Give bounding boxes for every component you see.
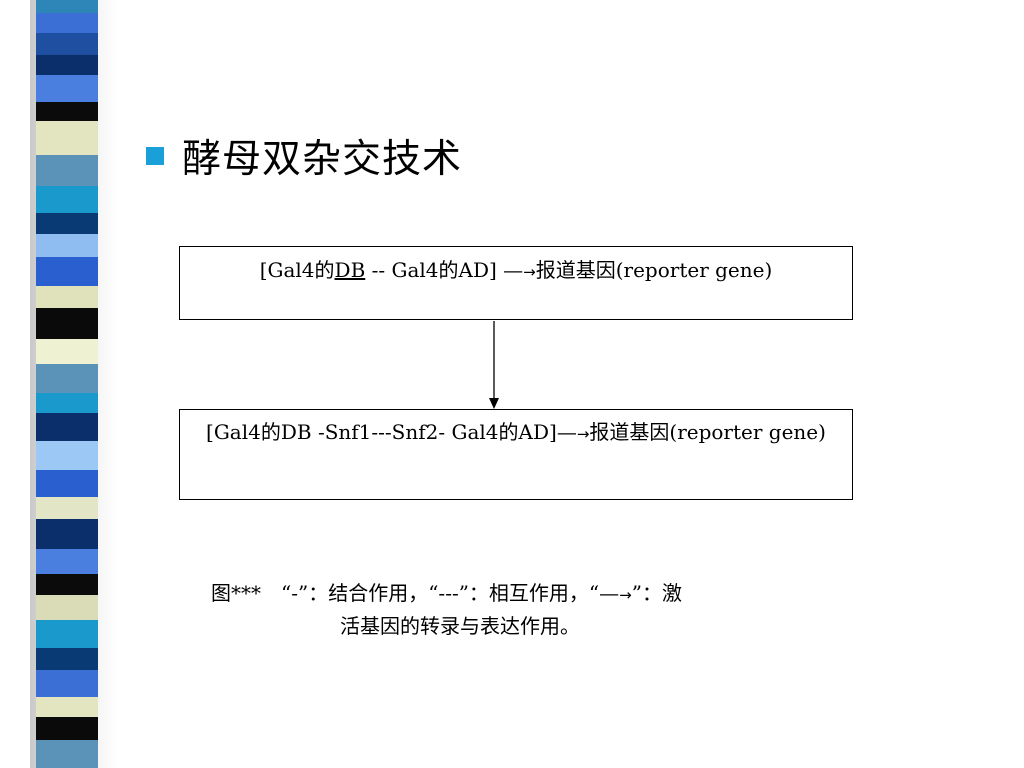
decorative-left-strip	[36, 0, 98, 768]
strip-segment	[36, 519, 98, 549]
box-top-prefix: [Gal4的	[259, 258, 335, 282]
caption-arrow-icon: →	[619, 586, 632, 604]
strip-segment	[36, 412, 98, 441]
strip-segment	[36, 0, 98, 14]
strip-segment	[36, 213, 98, 234]
strip-segment	[36, 670, 98, 697]
strip-segment	[36, 739, 98, 768]
strip-segment	[36, 548, 98, 574]
strip-segment	[36, 13, 98, 33]
strip-segment	[36, 393, 98, 413]
strip-segment	[36, 497, 98, 520]
strip-segment	[36, 102, 98, 122]
title-row: 酵母双杂交技术	[146, 128, 462, 184]
caption-part-b: ”：激	[631, 581, 682, 605]
box-bottom-suffix: 报道基因(reporter gene)	[589, 420, 826, 444]
strip-segment	[36, 121, 98, 156]
strip-segment	[36, 573, 98, 595]
box-top-suffix: 报道基因(reporter gene)	[535, 258, 773, 282]
strip-segment	[36, 696, 98, 718]
strip-segment	[36, 155, 98, 187]
strip-segment	[36, 440, 98, 471]
strip-segment	[36, 307, 98, 339]
slide-title: 酵母双杂交技术	[182, 137, 463, 182]
figure-caption: 图*** “-”：结合作用，“---”：相互作用，“—→”：激 活基因的转录与表…	[211, 578, 821, 642]
diagram-box-bottom: [Gal4的DB -Snf1---Snf2- Gal4的AD]—→报道基因(re…	[179, 409, 853, 500]
strip-segment	[36, 647, 98, 671]
title-bullet-icon	[146, 147, 164, 165]
strip-segment	[36, 32, 98, 55]
box-bottom-arrow-icon: →	[576, 425, 590, 443]
strip-segment	[36, 285, 98, 308]
strip-segment	[36, 186, 98, 214]
caption-line-2: 活基因的转录与表达作用。	[340, 614, 580, 638]
strip-segment	[36, 257, 98, 286]
strip-segment	[36, 717, 98, 740]
strip-segment	[36, 75, 98, 103]
strip-segment	[36, 363, 98, 394]
strip-segment	[36, 233, 98, 258]
strip-segment	[36, 470, 98, 498]
strip-segment	[36, 338, 98, 364]
box-top-arrow-icon: →	[523, 263, 536, 281]
connector-arrowhead	[489, 398, 499, 409]
box-top-db-underlined: DB	[334, 258, 366, 282]
box-top-middle: -- Gal4的AD] —	[365, 258, 524, 282]
diagram-box-top: [Gal4的DB -- Gal4的AD] —→报道基因(reporter gen…	[179, 246, 853, 320]
caption-line-1: 图*** “-”：结合作用，“---”：相互作用，“—→”：激	[211, 578, 821, 611]
strip-segment	[36, 54, 98, 76]
box-bottom-prefix: [Gal4的DB -Snf1---Snf2- Gal4的AD]—	[206, 420, 577, 444]
strip-segment	[36, 594, 98, 620]
strip-segment	[36, 619, 98, 648]
caption-part-a: 图*** “-”：结合作用，“---”：相互作用，“—	[211, 581, 620, 605]
